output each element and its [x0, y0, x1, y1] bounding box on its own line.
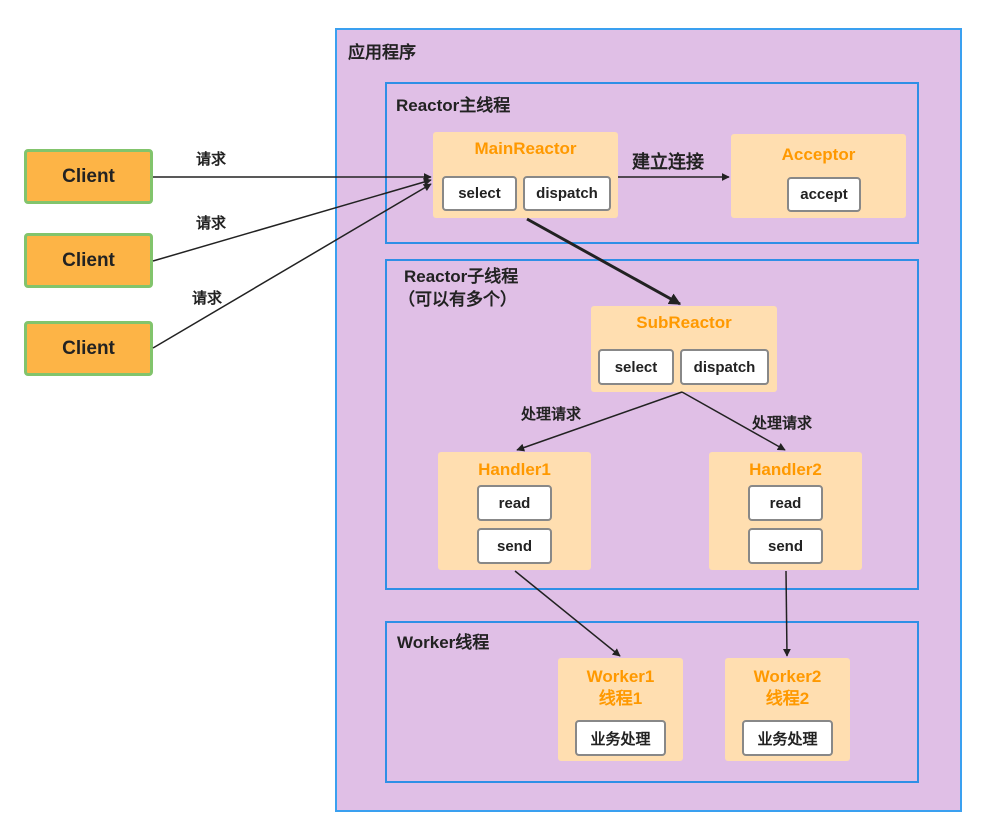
client2-to-main-reactor-arrow — [152, 178, 432, 262]
acceptor-accept-button: accept — [787, 177, 861, 212]
handler1-title: Handler1 — [478, 460, 551, 479]
reactor-sub-thread-group — [385, 259, 919, 590]
request-label-1: 请求 — [196, 151, 227, 168]
main-reactor-to-sub-reactor-arrow — [526, 217, 682, 306]
handler2-title: Handler2 — [749, 460, 822, 479]
worker2-business-button: 业务处理 — [742, 720, 833, 756]
handler1-send-button: send — [477, 528, 552, 564]
sub-reactor-select-button: select — [598, 349, 674, 385]
handler1-node: Handler1 read send — [438, 452, 591, 570]
handler2-node: Handler2 read send — [709, 452, 862, 570]
request-label-2: 请求 — [196, 215, 227, 232]
worker1-title: Worker1 — [586, 667, 655, 686]
client-box-1: Client — [24, 149, 153, 204]
worker-thread-title: Worker线程 — [397, 633, 490, 652]
handler2-read-button: read — [748, 485, 823, 521]
request-label-3: 请求 — [192, 290, 223, 307]
client3-to-main-reactor-arrow — [152, 183, 432, 349]
handler1-read-button: read — [477, 485, 552, 521]
reactor-sub-thread-title: Reactor子线程 — [404, 267, 519, 286]
establish-connection-label: 建立连接 — [632, 152, 704, 172]
main-reactor-select-button: select — [442, 176, 517, 211]
client-box-2: Client — [24, 233, 153, 288]
worker2-node: Worker2 线程2 业务处理 — [725, 658, 850, 761]
client-box-3: Client — [24, 321, 153, 376]
handle-request-label-1: 处理请求 — [521, 406, 582, 423]
reactor-main-thread-group — [385, 82, 919, 244]
handler1-to-worker1-arrow — [514, 570, 621, 657]
acceptor-node: Acceptor accept — [731, 134, 906, 218]
handler2-send-button: send — [748, 528, 823, 564]
worker-thread-group — [385, 621, 919, 783]
sub-reactor-node: SubReactor select dispatch — [591, 306, 777, 392]
main-reactor-node: MainReactor select dispatch — [433, 132, 618, 218]
main-reactor-title: MainReactor — [474, 139, 577, 158]
handler2-to-worker2-arrow — [782, 570, 791, 657]
sub-reactor-to-handler1-arrow — [516, 391, 683, 452]
worker1-subtitle: 线程1 — [598, 689, 643, 708]
worker1-business-button: 业务处理 — [575, 720, 666, 756]
worker1-node: Worker1 线程1 业务处理 — [558, 658, 683, 761]
sub-reactor-dispatch-button: dispatch — [680, 349, 769, 385]
sub-reactor-to-handler2-arrow — [681, 391, 786, 451]
handle-request-label-2: 处理请求 — [752, 415, 813, 432]
application-title: 应用程序 — [348, 43, 416, 62]
main-reactor-dispatch-button: dispatch — [523, 176, 611, 211]
sub-reactor-title: SubReactor — [636, 313, 732, 332]
worker2-title: Worker2 — [753, 667, 822, 686]
worker2-subtitle: 线程2 — [765, 689, 810, 708]
acceptor-title: Acceptor — [781, 145, 856, 164]
reactor-main-thread-title: Reactor主线程 — [396, 96, 511, 115]
reactor-sub-thread-subtitle: （可以有多个） — [398, 290, 517, 309]
